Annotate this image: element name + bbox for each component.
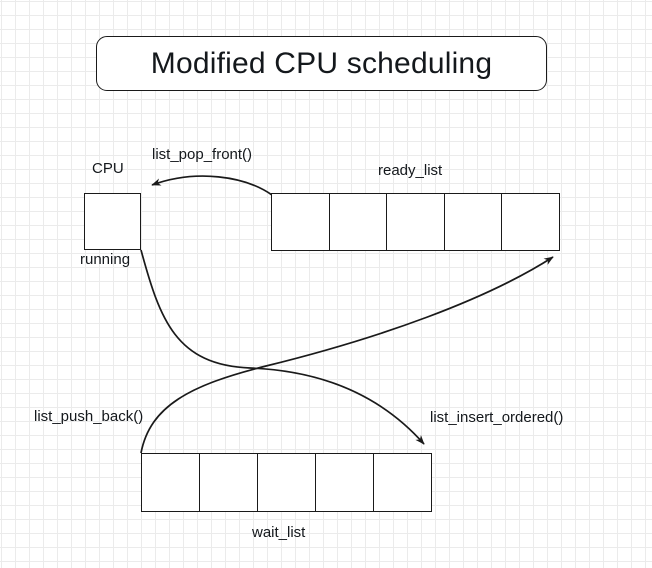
node-cpu [84, 193, 141, 250]
ready-list-cell [272, 194, 330, 250]
wait-list-cell [142, 454, 200, 511]
ready-list-cell [387, 194, 445, 250]
edge-pop-front-path [151, 175, 273, 196]
diagram-title-box: Modified CPU scheduling [96, 36, 547, 91]
label-edge-push-back: list_push_back() [34, 408, 144, 425]
edge-insert-ordered-path [140, 249, 425, 445]
label-edge-pop-front: list_pop_front() [152, 146, 253, 163]
label-cpu-running: running [80, 251, 131, 268]
label-cpu: CPU [92, 160, 124, 177]
wait-list-cell [374, 454, 431, 511]
wait-list-cell [200, 454, 258, 511]
diagram-title: Modified CPU scheduling [150, 46, 493, 80]
wait-list-cell [316, 454, 374, 511]
wait-list-cell [258, 454, 316, 511]
ready-list-cell [445, 194, 503, 250]
node-wait-list [141, 453, 432, 512]
label-edge-insert-ordered: list_insert_ordered() [430, 409, 564, 426]
ready-list-cell [502, 194, 559, 250]
label-wait-list: wait_list [252, 524, 306, 541]
label-ready-list: ready_list [378, 162, 443, 179]
ready-list-cell [330, 194, 388, 250]
node-ready-list [271, 193, 560, 251]
